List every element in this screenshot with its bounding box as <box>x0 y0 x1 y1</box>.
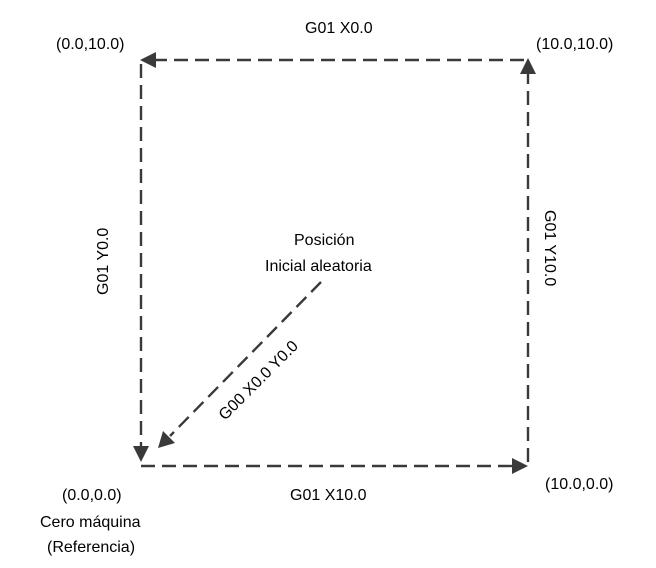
move-bottom-label: G01 X10.0 <box>290 487 367 504</box>
move-left-label: G01 Y0.0 <box>95 228 112 295</box>
corner-top-right-label: (10.0,10.0) <box>536 36 613 53</box>
start-label-line2: Inicial aleatoria <box>265 258 372 275</box>
origin-label-line2: (Referencia) <box>47 539 135 556</box>
arrowhead-down-icon <box>133 446 149 462</box>
corner-bottom-left-label: (0.0,0.0) <box>62 487 122 504</box>
arrowhead-right-icon <box>512 458 528 474</box>
move-left <box>133 64 149 462</box>
arrowhead-diagonal-icon <box>158 431 175 448</box>
move-bottom <box>141 458 528 474</box>
move-top-label: G01 X0.0 <box>305 20 373 37</box>
arrowhead-up-icon <box>520 58 536 74</box>
move-right <box>520 58 536 462</box>
move-top <box>140 52 524 68</box>
move-diagonal-label: G00 X0.0 Y0.0 <box>216 338 302 424</box>
move-right-label: G01 Y10.0 <box>541 210 558 286</box>
origin-label-line1: Cero máquina <box>40 514 141 531</box>
move-diagonal <box>158 281 322 448</box>
start-label-line1: Posición <box>294 232 354 249</box>
arrowhead-left-icon <box>140 52 156 68</box>
corner-top-left-label: (0.0,10.0) <box>56 36 124 53</box>
corner-bottom-right-label: (10.0,0.0) <box>545 476 613 493</box>
